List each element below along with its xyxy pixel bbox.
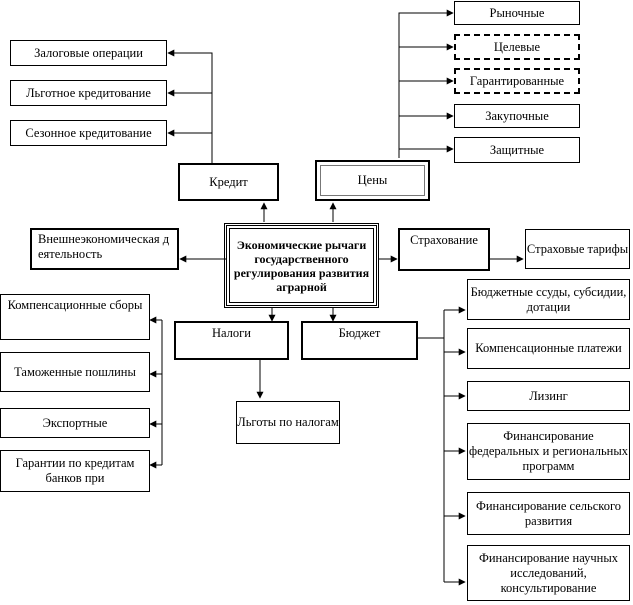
credit-item-label: Льготное кредитование: [26, 85, 151, 100]
center-box: Экономические рычаги государственного ре…: [224, 223, 379, 308]
prices-item-label: Целевые: [493, 39, 541, 54]
prices-item-label: Закупочные: [485, 108, 549, 123]
budget-item-label: Лизинг: [529, 388, 568, 403]
taxes-label: Налоги: [212, 326, 251, 340]
budget-item-leasing: Лизинг: [467, 381, 630, 411]
prices-item-purchase: Закупочные: [454, 104, 580, 128]
credit-item-seasonal: Сезонное кредитование: [10, 120, 167, 146]
center-label: Экономические рычаги государственного ре…: [233, 237, 370, 294]
connector-paths: [149, 9, 524, 586]
foreign-item-compensation-fees: Компенсационные сборы: [0, 294, 150, 340]
budget-label: Бюджет: [338, 326, 381, 340]
prices-item-label: Рыночные: [489, 5, 545, 20]
foreign-item-label: Экспортные: [42, 415, 108, 430]
taxes-box: Налоги: [174, 321, 289, 360]
tax-benefits-label: Льготы по налогам: [237, 415, 339, 429]
budget-item-compensation-payments: Компенсационные платежи: [467, 328, 630, 369]
budget-item-label: Финансирование сельского развития: [475, 498, 622, 528]
prices-item-protective: Защитные: [454, 137, 580, 163]
insurance-tariffs-box: Страховые тарифы: [525, 229, 630, 269]
foreign-item-label: Компенсационные сборы: [7, 298, 143, 312]
prices-item-market: Рыночные: [454, 1, 580, 25]
arrow-prices-1: [398, 9, 454, 158]
credit-item-label: Сезонное кредитование: [25, 125, 152, 140]
insurance-label: Страхование: [410, 233, 478, 247]
foreign-item-bank-guarantees: Гарантии по кредитам банков при: [0, 450, 150, 492]
insurance-tariffs-label: Страховые тарифы: [526, 241, 629, 256]
budget-item-federal-regional-programs: Финансирование федеральных и региональны…: [467, 423, 630, 480]
prices-item-guaranteed: Гарантированные: [454, 68, 580, 94]
arrow-credit-1: [167, 49, 213, 163]
prices-item-label: Гарантированные: [469, 73, 565, 88]
credit-item-preferential: Льготное кредитование: [10, 80, 167, 106]
credit-label: Кредит: [209, 174, 248, 189]
budget-item-label: Компенсационные платежи: [475, 341, 622, 355]
credit-item-label: Залоговые операции: [34, 45, 143, 60]
foreign-item-label: Гарантии по кредитам банков при: [15, 456, 135, 485]
prices-box: Цены: [315, 160, 430, 201]
budget-item-research-consulting: Финансирование научных исследований, кон…: [467, 545, 630, 601]
budget-item-rural-development: Финансирование сельского развития: [467, 492, 630, 535]
prices-label: Цены: [357, 173, 388, 187]
tax-benefits-box: Льготы по налогам: [236, 401, 340, 444]
foreign-item-export: Экспортные: [0, 408, 150, 438]
insurance-box: Страхование: [398, 228, 490, 271]
prices-item-label: Защитные: [489, 142, 545, 157]
budget-item-label: Бюджетные ссуды, субсидии, дотации: [470, 284, 627, 314]
foreign-item-label: Таможенные пошлины: [14, 364, 136, 379]
credit-box: Кредит: [178, 163, 279, 201]
foreign-item-customs-duties: Таможенные пошлины: [0, 352, 150, 392]
budget-item-loans-subsidies: Бюджетные ссуды, субсидии, дотации: [467, 279, 630, 320]
foreign-trade-box: Внешнеэкономическая деятельность: [30, 228, 179, 270]
budget-item-label: Финансирование научных исследований, кон…: [478, 550, 619, 595]
credit-item-pledge: Залоговые операции: [10, 40, 167, 66]
foreign-trade-label: Внешнеэкономическая деятельность: [38, 232, 170, 261]
budget-box: Бюджет: [301, 321, 418, 360]
prices-item-target: Целевые: [454, 34, 580, 60]
budget-item-label: Финансирование федеральных и региональны…: [468, 429, 628, 473]
